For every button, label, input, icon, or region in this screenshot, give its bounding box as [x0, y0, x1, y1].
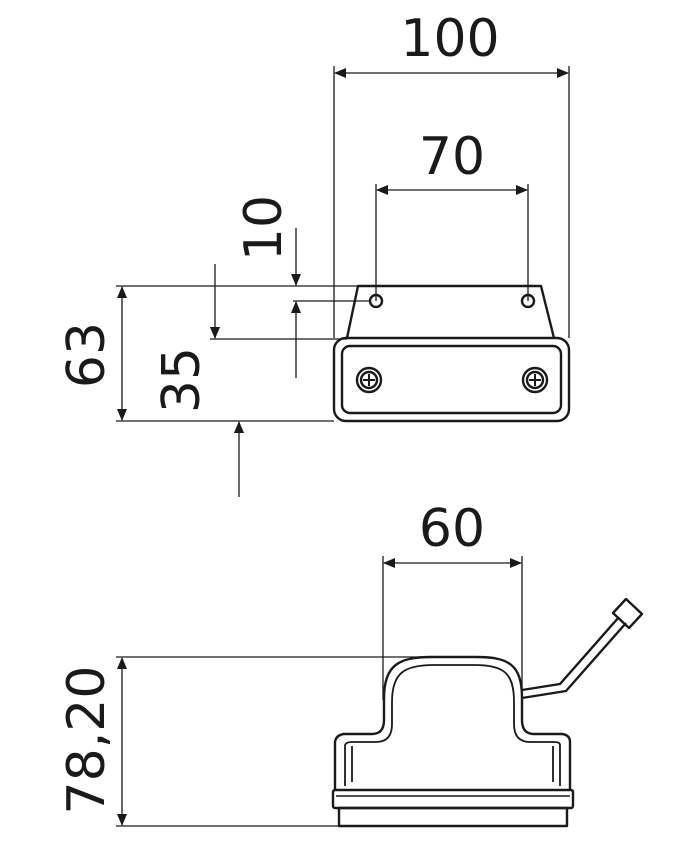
lamp-base-foot — [337, 806, 569, 828]
dimension-depth: 78,20 — [57, 656, 432, 827]
dimension-label-100: 100 — [400, 9, 499, 69]
cable — [521, 616, 627, 700]
side-view — [331, 597, 644, 828]
lamp-dome — [333, 655, 572, 790]
dimension-label-70: 70 — [419, 127, 485, 187]
cable-connector — [611, 597, 644, 630]
lamp-dome-inner — [344, 664, 561, 786]
dimension-height-overall: 63 — [57, 286, 127, 421]
lamp-base-plate — [331, 788, 575, 810]
dimension-label-10: 10 — [234, 195, 294, 261]
dimension-label-78-20: 78,20 — [57, 666, 117, 815]
dimension-height-lens: 35 — [152, 264, 244, 497]
dimension-width-overall: 100 — [333, 9, 570, 338]
dimension-label-63: 63 — [57, 322, 117, 388]
dimension-label-35: 35 — [152, 347, 212, 413]
lamp-lens — [340, 344, 563, 415]
screw-right — [521, 366, 549, 394]
dimension-label-60: 60 — [419, 499, 485, 559]
dimension-hole-offset: 10 — [234, 195, 301, 378]
mounting-bracket — [345, 284, 556, 339]
height-extension-lines — [116, 285, 370, 422]
dimension-side-width: 60 — [382, 499, 523, 700]
front-view — [332, 284, 571, 423]
dimension-hole-spacing: 70 — [375, 127, 529, 301]
lamp-body-outer — [332, 336, 571, 423]
screw-left — [355, 366, 383, 394]
